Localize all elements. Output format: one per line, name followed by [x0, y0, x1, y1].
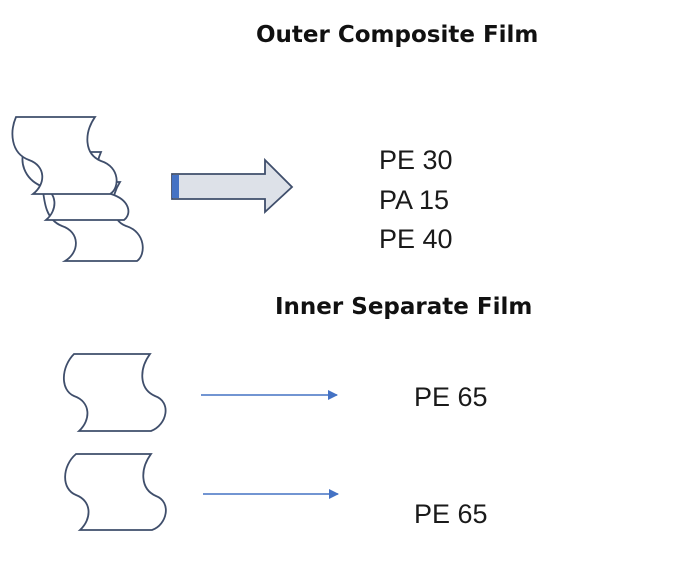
- stacked-film-rolls-icon: [11, 116, 144, 262]
- outer-layer-3-label: PE 40: [379, 224, 453, 254]
- film-roll-front-icon: [11, 116, 118, 195]
- inner-film-1-label: PE 65: [414, 382, 488, 412]
- film-roll-bottom-icon: [64, 453, 167, 531]
- film-roll-top-icon: [62, 353, 167, 432]
- inner-separate-title: Inner Separate Film: [275, 294, 533, 320]
- block-arrow-icon: [171, 157, 294, 215]
- inner-film-2-label: PE 65: [414, 499, 488, 529]
- outer-layer-1-label: PE 30: [379, 145, 453, 175]
- outer-layer-2-label: PA 15: [379, 185, 450, 215]
- outer-composite-title: Outer Composite Film: [256, 22, 539, 48]
